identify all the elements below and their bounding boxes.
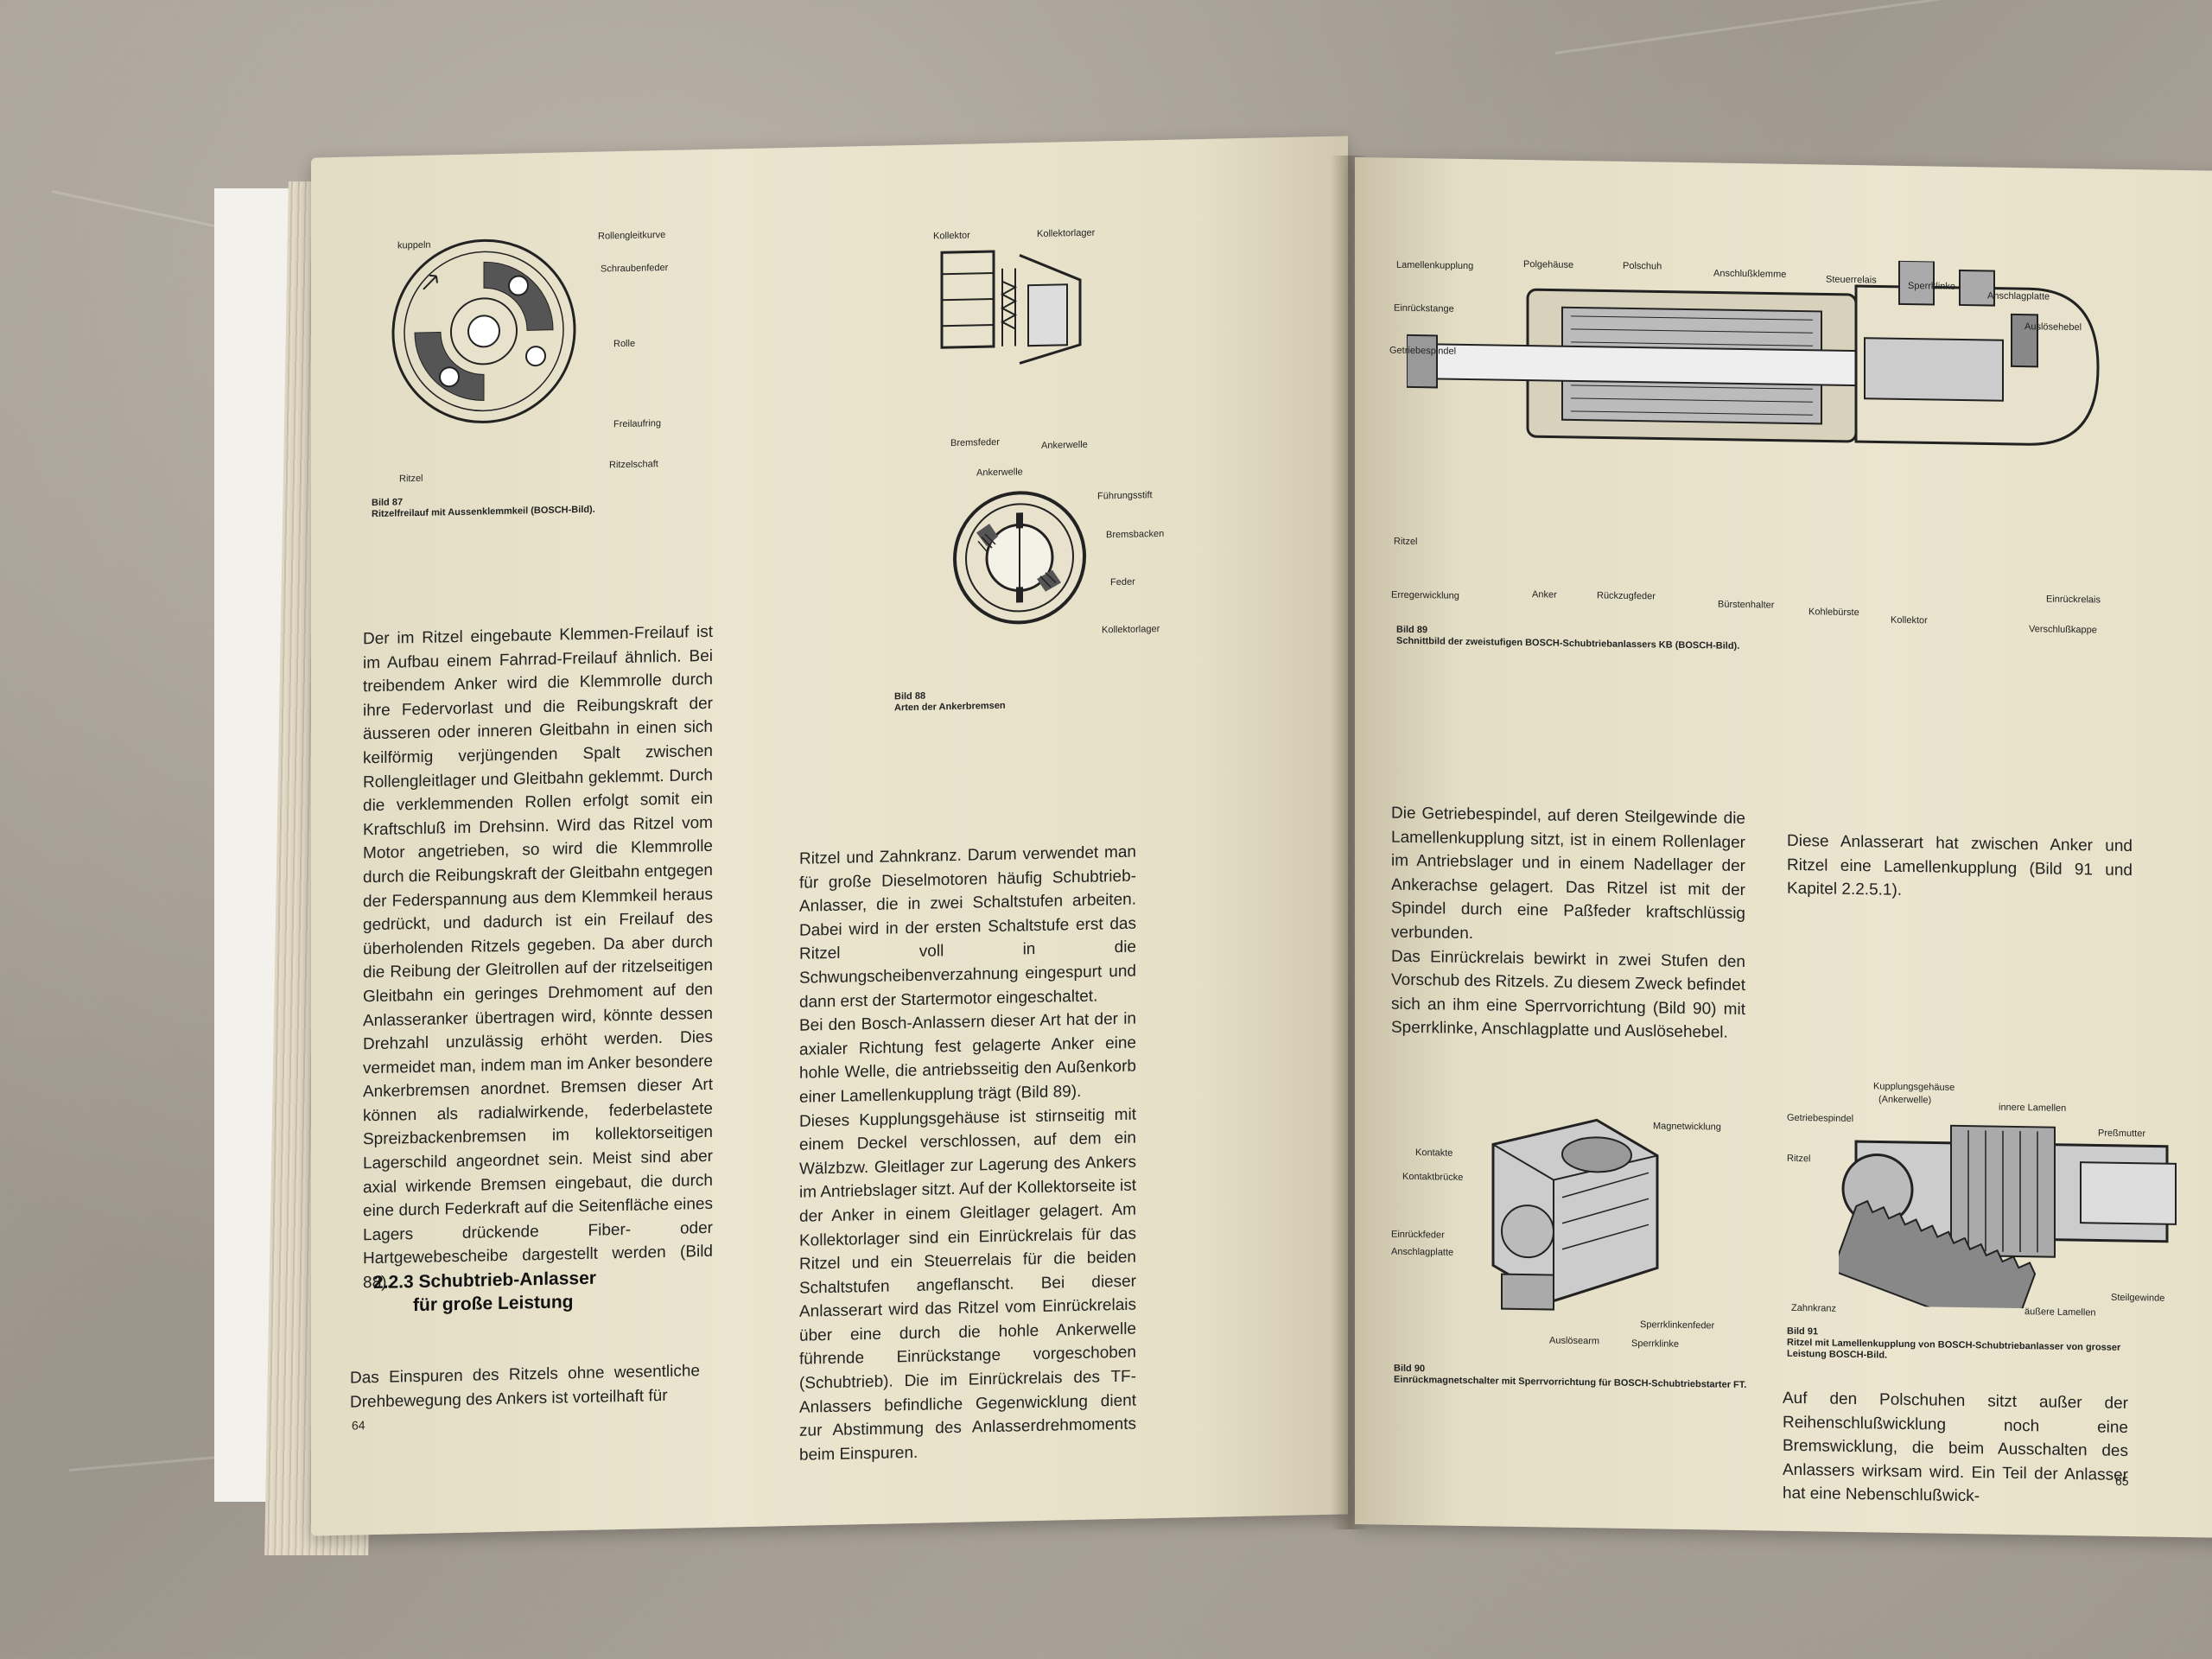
fig89-label-sperrklinke: Sperrklinke: [1908, 281, 1956, 292]
right-page-column-1-text: Die Getriebespindel, auf deren Steilgewi…: [1391, 802, 1745, 1046]
fig90-label-magnetwicklung: Magnetwicklung: [1653, 1121, 1721, 1133]
left-col1-paragraph-2: Das Einspuren des Ritzels ohne wesentlic…: [350, 1362, 700, 1412]
fig89-label-einrueckrelais: Einrückrelais: [2046, 594, 2101, 606]
fig87-label-kuppeln: kuppeln: [397, 239, 431, 251]
fig87-caption: Bild 87 Ritzelfreilauf mit Aussenklemmke…: [372, 491, 700, 520]
figure-91-clutch-pinion: [1839, 1124, 2177, 1312]
open-book: kuppeln Rollengleitkurve Schraubenfeder …: [207, 136, 2212, 1555]
fig91-label-ankerwelle: (Ankerwelle): [1878, 1094, 1932, 1106]
fig90-label-sperrklinkenfeder: Sperrklinkenfeder: [1640, 1319, 1715, 1332]
fig91-label-pressmutter: Preßmutter: [2098, 1128, 2146, 1140]
fig91-label-getriebespindel: Getriebespindel: [1787, 1112, 1854, 1125]
fig91-caption: Bild 91 Ritzel mit Lamellenkupplung von …: [1787, 1326, 2150, 1366]
fig89-label-verschlusskappe: Verschlußkappe: [2029, 624, 2097, 636]
left-page: kuppeln Rollengleitkurve Schraubenfeder …: [311, 136, 1348, 1536]
figure-87-freewheel-diagram: [391, 238, 576, 423]
fig89-label-lamellenkupplung: Lamellenkupplung: [1396, 259, 1474, 272]
fig89-label-anschlagplatte: Anschlagplatte: [1987, 290, 2050, 302]
right-col1-paragraph-1: Die Getriebespindel, auf deren Steilgewi…: [1391, 804, 1745, 944]
fig91-label-aeussere-lamellen: äußere Lamellen: [2024, 1306, 2096, 1319]
fig87-label-rollengleitkurve: Rollengleitkurve: [598, 229, 666, 242]
fig89-label-erregerwicklung: Erregerwicklung: [1391, 589, 1459, 601]
fig89-label-ritzel: Ritzel: [1394, 536, 1418, 548]
fig89-label-einrueckstange: Einrückstange: [1394, 302, 1454, 315]
fig91-caption-text: Ritzel mit Lamellenkupplung von BOSCH-Sc…: [1787, 1337, 2121, 1361]
page-number-right: 65: [2115, 1473, 2129, 1489]
figure-90-solenoid-switch: [1491, 1118, 1659, 1311]
right-col2-paragraph-1: Diese Anlasserart hat zwischen Anker und…: [1787, 831, 2133, 900]
fig90-label-kontaktbruecke: Kontaktbrücke: [1402, 1171, 1464, 1183]
fig87-label-schraubenfeder: Schraubenfeder: [601, 262, 669, 275]
fig89-label-ausloesehebel: Auslösehebel: [2024, 321, 2082, 334]
left-col2-paragraph-2: Bei den Bosch-Anlassern dieser Art hat d…: [799, 1009, 1136, 1107]
right-col1-paragraph-2: Das Einrückrelais bewirkt in zwei Stufen…: [1391, 947, 1745, 1043]
right-page: Lamellenkupplung Polgehäuse Polschuh Ans…: [1355, 156, 2212, 1539]
table-texture: [1554, 0, 2069, 54]
fig89-label-kohlebuerste: Kohlebürste: [1808, 607, 1859, 619]
fig91-label-zahnkranz: Zahnkranz: [1791, 1302, 1836, 1314]
fig88-label-kollektorlager-top: Kollektorlager: [1037, 227, 1096, 239]
right-page-column-2-text-2: Auf den Polschuhen sitzt außer der Reihe…: [1783, 1387, 2128, 1511]
fig90-caption: Bild 90 Einrückmagnetschalter mit Sperrv…: [1394, 1363, 1757, 1392]
fig88-label-bremsbacken: Bremsbacken: [1106, 528, 1165, 541]
fig88-caption: Bild 88 Arten der Ankerbremsen: [894, 687, 1110, 714]
left-col2-paragraph-3: Dieses Kupplungsgehäuse ist stirnseitig …: [799, 1105, 1136, 1465]
fig88-label-bremsfeder: Bremsfeder: [950, 436, 1000, 449]
left-page-column-1-text-2: Das Einspuren des Ritzels ohne wesentlic…: [350, 1359, 700, 1414]
section-heading-2-2-3: 2.2.3 Schubtrieb-Anlasser für große Leis…: [373, 1266, 632, 1318]
fig88-label-kollektorlager-bottom: Kollektorlager: [1102, 623, 1160, 636]
fig88-label-kollektor: Kollektor: [933, 230, 970, 242]
left-page-column-1-text: Der im Ritzel eingebaute Klemmen-Freilau…: [363, 620, 713, 1295]
right-page-column-2-text: Diese Anlasserart hat zwischen Anker und…: [1787, 830, 2133, 906]
fig89-label-kollektor: Kollektor: [1891, 614, 1928, 626]
fig89-label-rueckzugfeder: Rückzugfeder: [1597, 590, 1656, 602]
figure-88-armature-brake-diagram: [940, 250, 1082, 365]
fig88-label-ankerwelle-bottom: Ankerwelle: [1041, 439, 1088, 451]
fig89-caption: Bild 89 Schnittbild der zweistufigen BOS…: [1396, 625, 1846, 654]
fig89-label-polschuh: Polschuh: [1623, 260, 1662, 272]
fig87-label-freilaufring: Freilaufring: [613, 418, 662, 430]
fig88-label-feder: Feder: [1110, 576, 1135, 588]
fig87-label-rolle: Rolle: [613, 338, 636, 350]
left-col1-paragraph: Der im Ritzel eingebaute Klemmen-Freilau…: [363, 622, 713, 1293]
fig88-label-fuehrungsstift: Führungsstift: [1097, 490, 1153, 502]
fig90-label-ausloesearm: Auslösearm: [1549, 1335, 1600, 1347]
fig90-label-anschlagplatte: Anschlagplatte: [1391, 1246, 1454, 1258]
fig90-label-einrueckfeder: Einrückfeder: [1391, 1229, 1445, 1241]
fig89-label-getriebespindel: Getriebespindel: [1389, 345, 1457, 357]
left-col2-paragraph-1: Ritzel und Zahnkranz. Darum verwendet ma…: [799, 842, 1136, 1012]
fig89-label-steuerrelais: Steuerrelais: [1826, 274, 1877, 286]
fig91-label-steilgewinde: Steilgewinde: [2111, 1292, 2165, 1304]
fig91-label-ritzel: Ritzel: [1787, 1153, 1811, 1165]
figure-88-brake-disc-diagram: [953, 491, 1086, 625]
fig87-label-ritzelschaft: Ritzelschaft: [609, 459, 658, 471]
fig89-label-anschlussklemme: Anschlußklemme: [1713, 268, 1787, 280]
fig88-label-ankerwelle-top: Ankerwelle: [976, 467, 1023, 479]
fig91-label-innere-lamellen: innere Lamellen: [1999, 1102, 2067, 1114]
fig91-label-kupplungsgehaeuse: Kupplungsgehäuse: [1873, 1081, 1955, 1093]
fig87-label-ritzel: Ritzel: [399, 473, 423, 485]
figure-89-starter-cutaway: [1407, 259, 2100, 446]
right-col2-paragraph-2: Auf den Polschuhen sitzt außer der Reihe…: [1783, 1389, 2128, 1506]
page-number-left: 64: [352, 1418, 365, 1433]
fig89-label-polgehaeuse: Polgehäuse: [1523, 259, 1574, 270]
fig90-label-kontakte: Kontakte: [1415, 1147, 1453, 1159]
fig89-label-anker: Anker: [1532, 589, 1557, 601]
fig90-label-sperrklinke: Sperrklinke: [1631, 1338, 1680, 1350]
fig89-label-buerstenhalter: Bürstenhalter: [1718, 599, 1775, 611]
left-page-column-2-text: Ritzel und Zahnkranz. Darum verwendet ma…: [799, 841, 1136, 1468]
